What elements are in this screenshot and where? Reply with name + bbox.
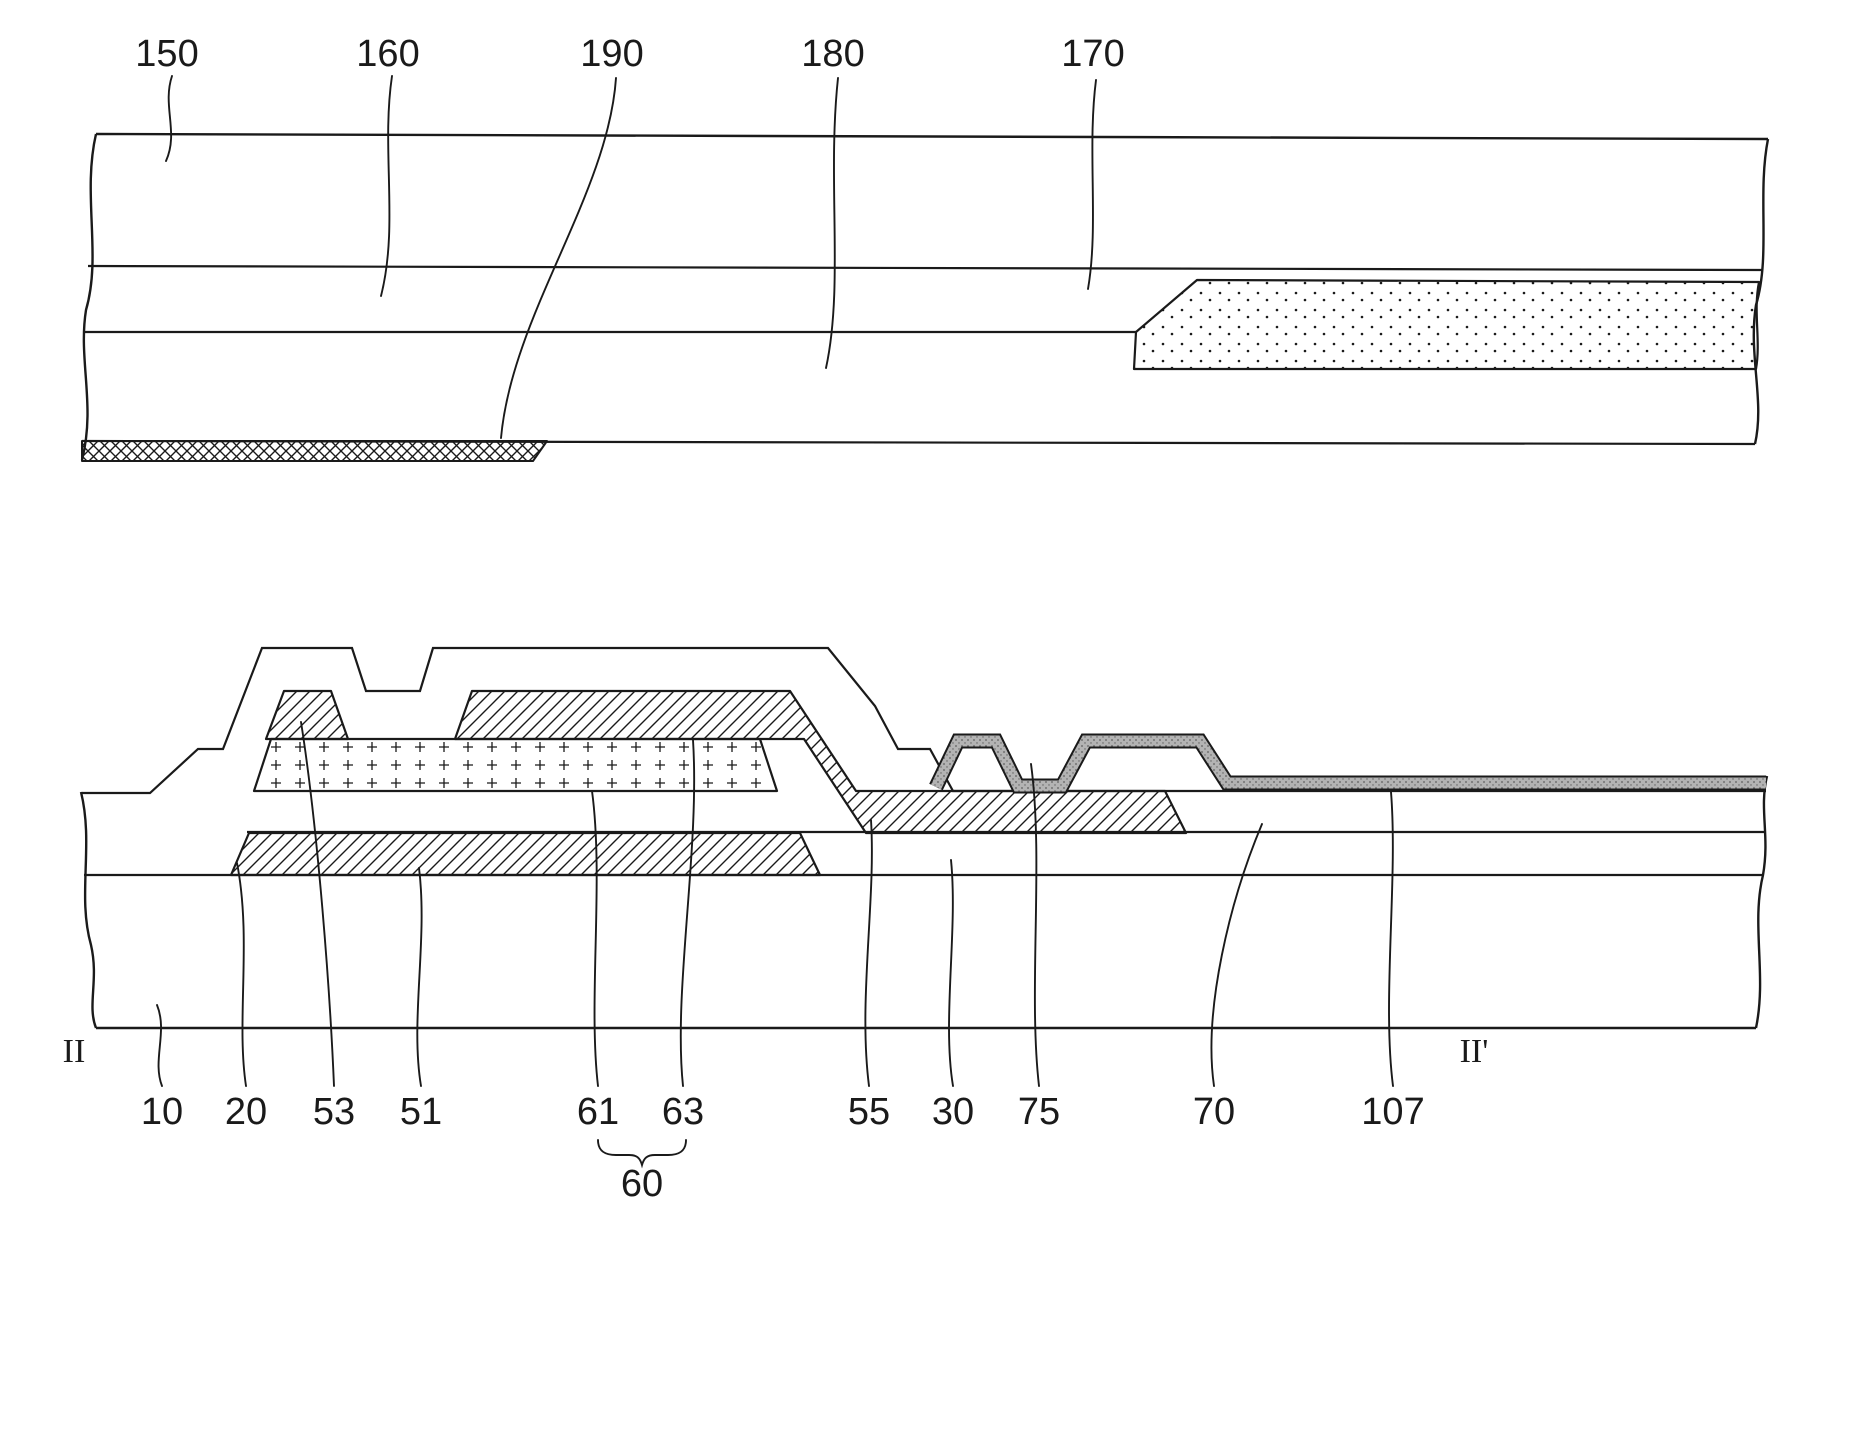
top-structure-top-edge <box>95 132 1769 141</box>
leader-160 <box>380 75 393 297</box>
top-structure-left-wavy-edge <box>80 133 98 461</box>
pixel-electrode-107 <box>931 735 1766 792</box>
ref-label-30: 30 <box>932 1091 974 1133</box>
section-marker-left: II <box>63 1033 86 1070</box>
leader-63 <box>679 739 696 1087</box>
section-marker-right: II' <box>1460 1033 1489 1070</box>
leader-30 <box>948 859 954 1087</box>
ref-label-107: 107 <box>1361 1091 1424 1133</box>
ref-label-170: 170 <box>1061 33 1124 75</box>
layer-boundary-150-160 <box>87 264 1763 272</box>
leader-51 <box>416 867 423 1087</box>
ref-label-55: 55 <box>848 1091 890 1133</box>
ref-label-63: 63 <box>662 1091 704 1133</box>
leader-53 <box>300 721 335 1087</box>
leader-170 <box>1087 79 1097 290</box>
passivation-profile-70 <box>82 646 1766 795</box>
leader-150 <box>165 75 173 162</box>
leader-10 <box>156 1004 163 1087</box>
leader-107 <box>1388 791 1394 1087</box>
ref-label-10: 10 <box>141 1091 183 1133</box>
underbrace-60 <box>597 1139 687 1169</box>
leader-190 <box>500 77 617 439</box>
leader-55 <box>864 819 873 1087</box>
leader-180 <box>825 77 839 369</box>
ref-label-150: 150 <box>135 33 198 75</box>
ref-label-70: 70 <box>1193 1091 1235 1133</box>
bottom-hatched-layer-51 <box>229 831 822 877</box>
top-structure: 150 160 190 180 170 <box>80 33 1770 462</box>
gate-electrode-53 <box>264 689 350 741</box>
ref-label-160: 160 <box>356 33 419 75</box>
ref-label-190: 190 <box>580 33 643 75</box>
substrate-left-wavy-edge <box>79 791 98 1029</box>
ref-label-180: 180 <box>801 33 864 75</box>
leader-70 <box>1210 823 1263 1087</box>
leader-61 <box>591 790 599 1087</box>
dotted-layer-170 <box>1132 278 1761 371</box>
bottom-structure: 10 20 53 51 61 63 55 30 75 70 107 60 II … <box>63 646 1769 1205</box>
substrate-right-wavy-edge <box>1754 775 1769 1029</box>
ref-label-51: 51 <box>400 1091 442 1133</box>
ref-label-60: 60 <box>621 1163 663 1205</box>
ref-label-75: 75 <box>1018 1091 1060 1133</box>
ref-label-53: 53 <box>313 1091 355 1133</box>
ref-label-20: 20 <box>225 1091 267 1133</box>
ref-label-61: 61 <box>577 1091 619 1133</box>
semiconductor-layer-60 <box>252 737 779 793</box>
crosshatch-layer-190 <box>81 440 548 462</box>
leader-20 <box>236 862 247 1087</box>
leader-75 <box>1030 763 1040 1087</box>
